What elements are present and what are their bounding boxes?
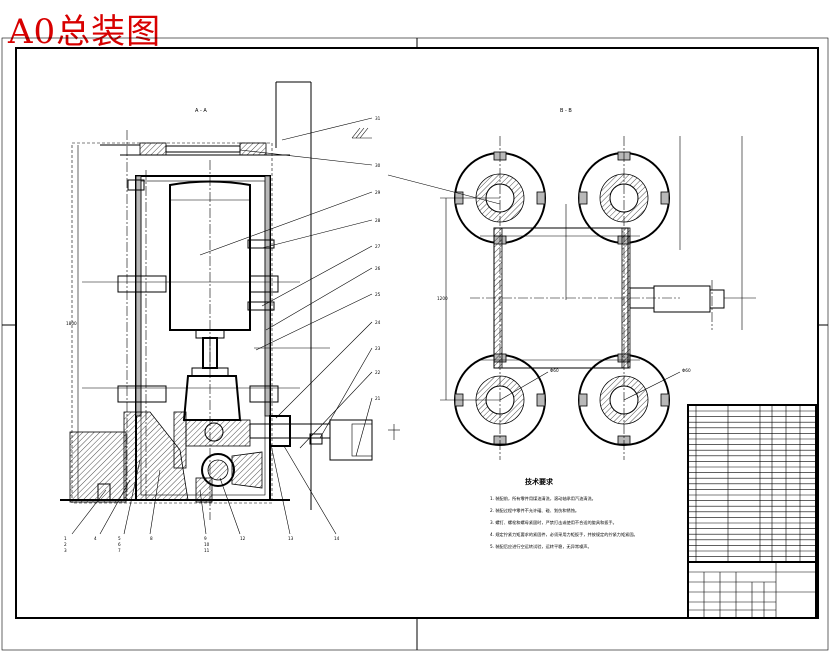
section-b-view: B - B <box>387 108 756 460</box>
svg-text:25: 25 <box>375 292 381 297</box>
svg-text:23: 23 <box>375 346 381 351</box>
tech-req-item-1: 1. 装配前，所有零件用煤油清洗，滚动轴承用汽油清洗。 <box>490 495 596 502</box>
svg-text:1200: 1200 <box>437 296 448 301</box>
tech-req-item-4: 4. 规定拧紧力矩要求的紧固件，必须采用力矩扳手，并按规定的拧紧力矩紧固。 <box>490 531 638 538</box>
svg-text:21: 21 <box>375 396 381 401</box>
centering-marks <box>2 38 828 650</box>
svg-text:28: 28 <box>375 218 381 223</box>
svg-text:5: 5 <box>118 536 121 541</box>
tech-requirements: 技术要求 1. 装配前，所有零件用煤油清洗，滚动轴承用汽油清洗。 2. 装配过程… <box>490 477 638 550</box>
outer-border <box>1 37 829 651</box>
svg-text:Φ60: Φ60 <box>682 368 691 373</box>
drawing-title-stamp: A0总装图 <box>8 12 162 52</box>
svg-text:3: 3 <box>64 548 67 553</box>
svg-text:6: 6 <box>118 542 121 547</box>
svg-text:30: 30 <box>375 163 381 168</box>
parts-list-table <box>687 404 817 619</box>
svg-text:1800: 1800 <box>66 321 77 326</box>
part-numbers-right: 31 30 29 28 27 26 25 24 23 22 21 <box>375 116 381 401</box>
svg-text:26: 26 <box>375 266 381 271</box>
svg-text:9: 9 <box>204 536 207 541</box>
svg-text:29: 29 <box>375 190 381 195</box>
section-a-label: A - A <box>195 108 207 114</box>
svg-text:13: 13 <box>288 536 294 541</box>
svg-text:14: 14 <box>334 536 340 541</box>
tech-req-item-2: 2. 装配过程中零件不允许磕、碰、划伤和锈蚀。 <box>490 507 579 514</box>
svg-text:11: 11 <box>204 548 210 553</box>
svg-text:7: 7 <box>118 548 121 553</box>
svg-text:10: 10 <box>204 542 210 547</box>
svg-text:27: 27 <box>375 244 381 249</box>
svg-text:31: 31 <box>375 116 381 121</box>
svg-text:12: 12 <box>240 536 246 541</box>
svg-text:24: 24 <box>375 320 381 325</box>
tech-req-heading: 技术要求 <box>525 477 554 486</box>
leader-lines-a <box>199 117 373 457</box>
tech-req-item-5: 5. 装配后应进行空运转试验，运转平稳，无异常噪声。 <box>490 543 592 550</box>
svg-text:8: 8 <box>150 536 153 541</box>
svg-text:2: 2 <box>64 542 67 547</box>
svg-text:4: 4 <box>94 536 97 541</box>
tech-req-item-3: 3. 螺钉、螺栓和螺母紧固时，严禁打击或使用不合适的旋具和扳手。 <box>490 519 617 526</box>
leader-lines-bottom <box>71 439 337 535</box>
svg-text:Φ60: Φ60 <box>550 368 559 373</box>
section-b-label: B - B <box>560 108 572 114</box>
svg-text:22: 22 <box>375 370 381 375</box>
section-a-view: A - A <box>60 81 400 553</box>
svg-text:1: 1 <box>64 536 67 541</box>
